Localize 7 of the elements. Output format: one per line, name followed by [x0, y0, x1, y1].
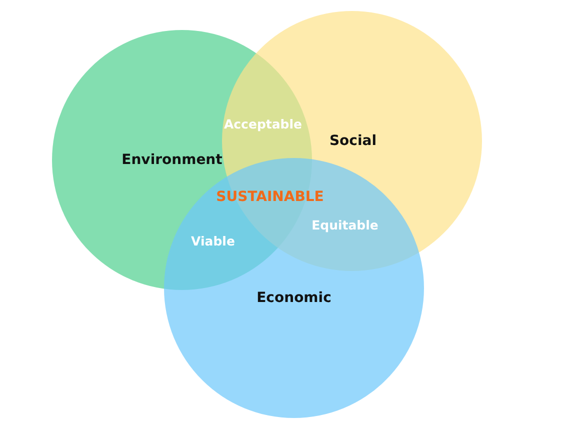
circle-label: Environment [122, 152, 222, 168]
overlap-label: Acceptable [224, 116, 302, 132]
circle-label: Economic [256, 290, 332, 306]
circle-label: Social [329, 133, 377, 149]
overlap-label: Equitable [312, 218, 378, 232]
overlap-label: Viable [191, 234, 235, 248]
overlap-label: SUSTAINABLE [216, 189, 324, 205]
